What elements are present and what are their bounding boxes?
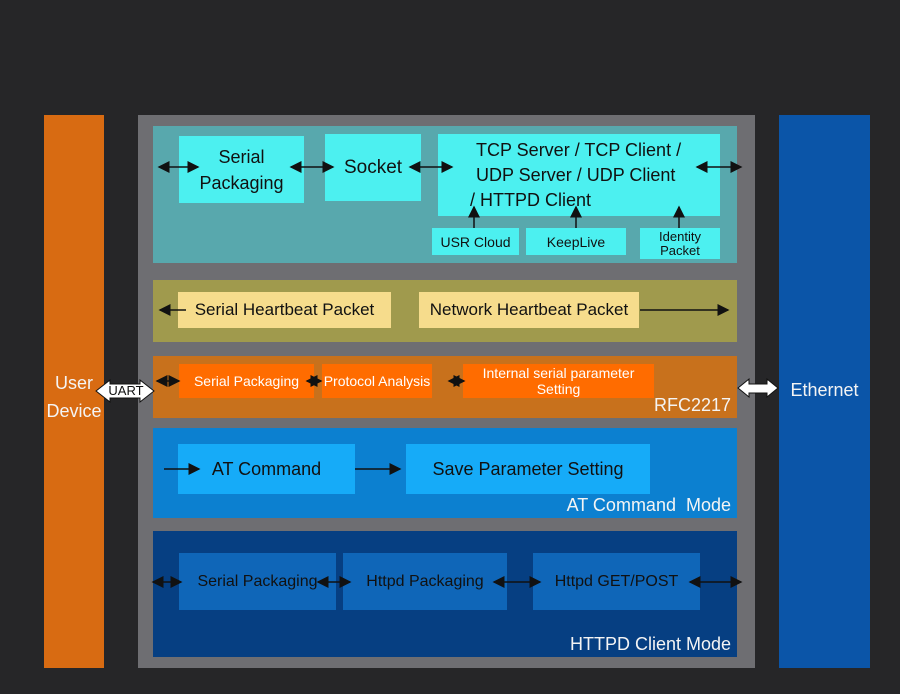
socket-layer: Serial Packaging Socket TCP Server / TCP…: [153, 126, 737, 263]
at-command-layer: AT Command Save Parameter Setting AT Com…: [153, 428, 737, 518]
rfc2217-layer: Serial Packaging Protocol Analysis Inter…: [153, 356, 737, 418]
heartbeat-layer: Serial Heartbeat Packet Network Heartbea…: [153, 280, 737, 342]
serial-packaging-box: Serial Packaging: [179, 136, 304, 203]
keeplive-box: KeepLive: [526, 228, 626, 255]
ethernet-label: Ethernet: [790, 380, 859, 400]
user-device-label-line2: Device: [46, 401, 102, 421]
ethernet-block: Ethernet: [779, 115, 870, 668]
rfc-serial-packaging-box: Serial Packaging: [179, 364, 314, 398]
uart-label: UART: [108, 383, 144, 398]
httpd-mode-label: HTTPD Client Mode: [569, 634, 731, 654]
at-command-box: AT Command: [178, 444, 355, 494]
serial-heartbeat-box: Serial Heartbeat Packet: [178, 292, 391, 328]
httpd-getpost-box: Httpd GET/POST: [533, 553, 700, 610]
protocol-analysis-box: Protocol Analysis: [322, 364, 432, 398]
at-mode-label: AT Command Mode: [566, 495, 731, 515]
protocols-line3: / HTTPD Client: [470, 189, 592, 210]
user-device-label-line1: User: [54, 373, 93, 393]
usr-cloud-box: USR Cloud: [432, 228, 519, 255]
serial-packaging-line2: Packaging: [199, 172, 284, 193]
socket-box: Socket: [325, 134, 421, 201]
protocols-line1: TCP Server / TCP Client /: [476, 139, 682, 160]
serial-packaging-line1: Serial: [218, 146, 265, 167]
user-device-block: User Device: [44, 115, 104, 668]
identity-line2: Packet: [660, 242, 700, 258]
internal-setting-box: Internal serial parameter Setting: [463, 364, 654, 398]
protocols-line2: UDP Server / UDP Client: [476, 164, 676, 185]
identity-line1: Identity: [659, 228, 701, 244]
httpd-packaging-box: Httpd Packaging: [343, 553, 507, 610]
save-setting-box: Save Parameter Setting: [406, 444, 650, 494]
network-heartbeat-box: Network Heartbeat Packet: [419, 292, 639, 328]
httpd-serial-packaging-box: Serial Packaging: [179, 553, 336, 610]
protocols-box: TCP Server / TCP Client / UDP Server / U…: [438, 134, 720, 216]
identity-packet-box: Identity Packet: [640, 228, 720, 259]
user-device-label: User Device: [44, 369, 104, 425]
rfc2217-mode-label: RFC2217: [653, 395, 731, 415]
httpd-layer: Serial Packaging Httpd Packaging Httpd G…: [153, 531, 737, 657]
